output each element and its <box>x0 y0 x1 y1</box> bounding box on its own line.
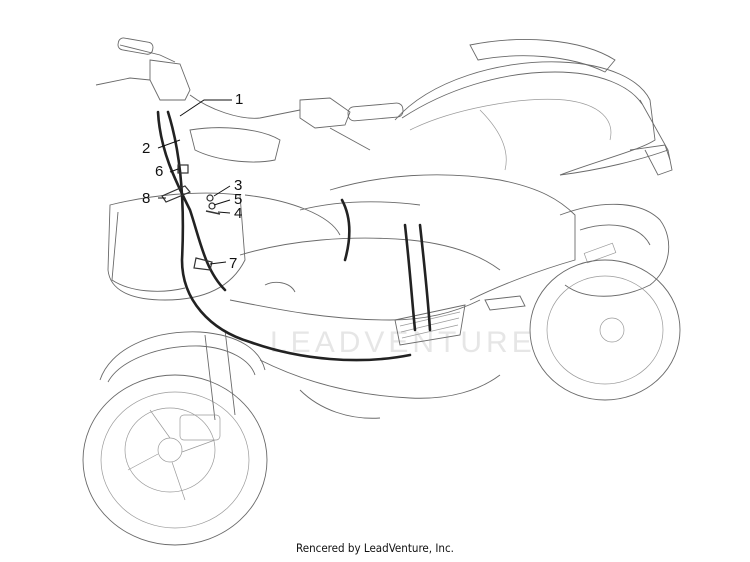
brake-cables <box>156 110 432 362</box>
cable-rear <box>403 223 432 332</box>
part-4-screw <box>205 210 221 215</box>
footer-credit: Rencered by LeadVenture, Inc. <box>296 541 454 555</box>
part-3-nut <box>206 194 214 202</box>
callout-3: 3 <box>234 177 242 194</box>
watermark-text: LEADVENTURE <box>270 326 536 359</box>
callout-1: 1 <box>235 91 243 108</box>
part-8-bracket <box>161 185 191 203</box>
callout-6: 6 <box>155 163 163 180</box>
callout-7: 7 <box>229 255 237 272</box>
scooter-body-outline <box>82 37 681 546</box>
callout-labels: 1 2 3 5 4 6 8 7 <box>142 91 243 272</box>
part-7-clamp <box>193 257 213 271</box>
cable-1 <box>166 110 412 362</box>
callout-leaders <box>157 99 232 265</box>
part-5-washer <box>208 202 216 210</box>
callout-2: 2 <box>142 140 150 157</box>
small-parts <box>161 164 221 271</box>
callout-5: 5 <box>234 191 242 208</box>
callout-4: 4 <box>234 205 242 222</box>
callout-8: 8 <box>142 190 150 207</box>
